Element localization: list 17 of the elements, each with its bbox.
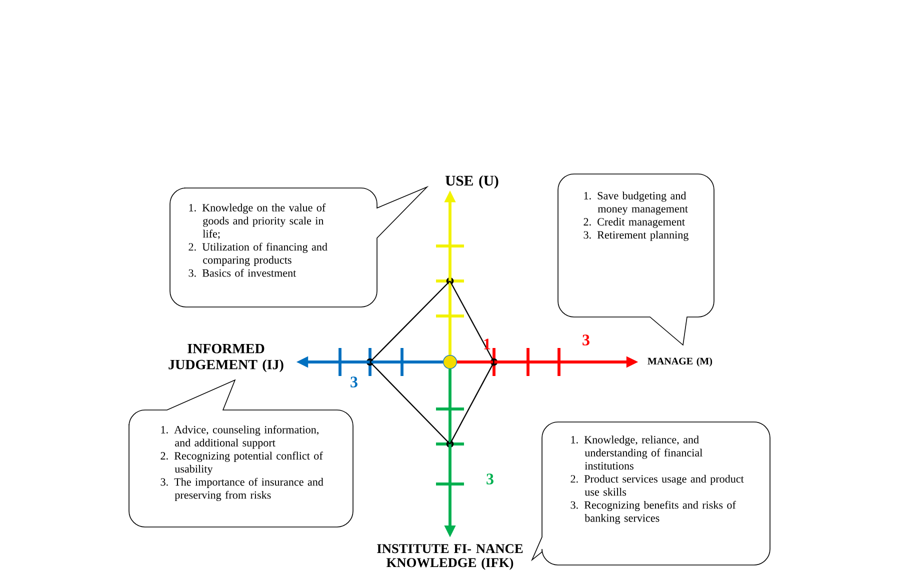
speech-bubble: 1. Knowledge on the value of goods and priority scale in life; 2. Utilization of financing and comparing products 3. Basics of investment [170,186,428,308]
scale-number: 1 [484,338,490,350]
scale-number: 3 [582,334,590,346]
diamond-line [449,280,495,362]
axis-label: USE (U) [445,175,498,189]
axis-label: INFORMED JUDGEMENT (IJ) [168,344,284,372]
speech-bubble: 1. Knowledge, reliance, and understanding of financial institutions 2. Product services usage and product use skills 3. Recognizing benefits and risks of banking services [532,422,770,566]
axis-label: INSTITUTE FI- NANCE KNOWLEDGE (IFK) [377,544,523,570]
vertex-dot [446,277,454,285]
diamond-line [449,362,495,444]
axis-label: MANAGE (M) [648,357,712,367]
scale-number: 3 [486,474,494,484]
origin-circle [443,355,457,369]
scale-number: 3 [350,376,358,388]
diamond-line [370,362,450,444]
vertex-dot [446,440,454,448]
diamond-line [370,280,450,362]
